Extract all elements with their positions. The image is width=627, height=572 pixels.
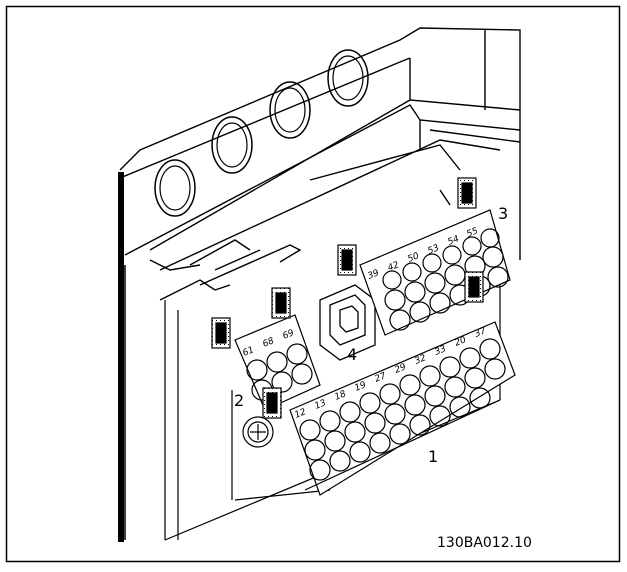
terminal-label: 68: [261, 336, 276, 350]
terminal-label: 27: [373, 371, 388, 385]
connector-4: [319, 284, 376, 361]
terminal-label: 13: [313, 398, 328, 412]
terminal-label: 53: [426, 243, 441, 257]
terminal-labels: 39 42 50 53 54 55 61 68 69 12 13 18 19 2…: [241, 226, 488, 421]
callout-3: 3: [498, 204, 508, 223]
terminal-block-1: [289, 321, 516, 496]
terminal-label: 37: [473, 326, 488, 340]
terminal-label: 18: [333, 389, 348, 403]
terminal-label: 20: [453, 335, 468, 349]
housing-top: [119, 27, 521, 301]
cable-gland-2: [211, 116, 253, 174]
callout-4: 4: [347, 345, 357, 364]
terminal-label: 19: [353, 380, 368, 394]
release-clips: [211, 177, 484, 419]
terminal-label: 50: [406, 251, 421, 265]
cable-gland-4: [327, 49, 369, 107]
housing-sides: [118, 172, 521, 542]
terminal-block-2: [234, 314, 321, 448]
terminal-label: 29: [393, 362, 408, 376]
terminal-label: 42: [386, 260, 401, 274]
terminal-label: 54: [446, 234, 461, 248]
terminal-label: 32: [413, 353, 428, 367]
terminal-label: 69: [281, 328, 296, 342]
cable-gland-1: [154, 159, 196, 217]
document-id: 130BA012.10: [437, 535, 532, 551]
cable-gland-3: [269, 81, 311, 139]
terminal-block-3: [359, 209, 511, 336]
outer-border: [5, 5, 621, 563]
callout-2: 2: [234, 391, 244, 410]
terminal-label: 33: [433, 344, 448, 358]
cable-glands: [154, 49, 369, 217]
terminal-label: 61: [241, 345, 255, 359]
callout-1: 1: [428, 447, 438, 466]
terminal-label: 12: [293, 407, 308, 421]
terminal-label: 39: [366, 268, 381, 282]
terminal-label: 55: [465, 226, 480, 240]
